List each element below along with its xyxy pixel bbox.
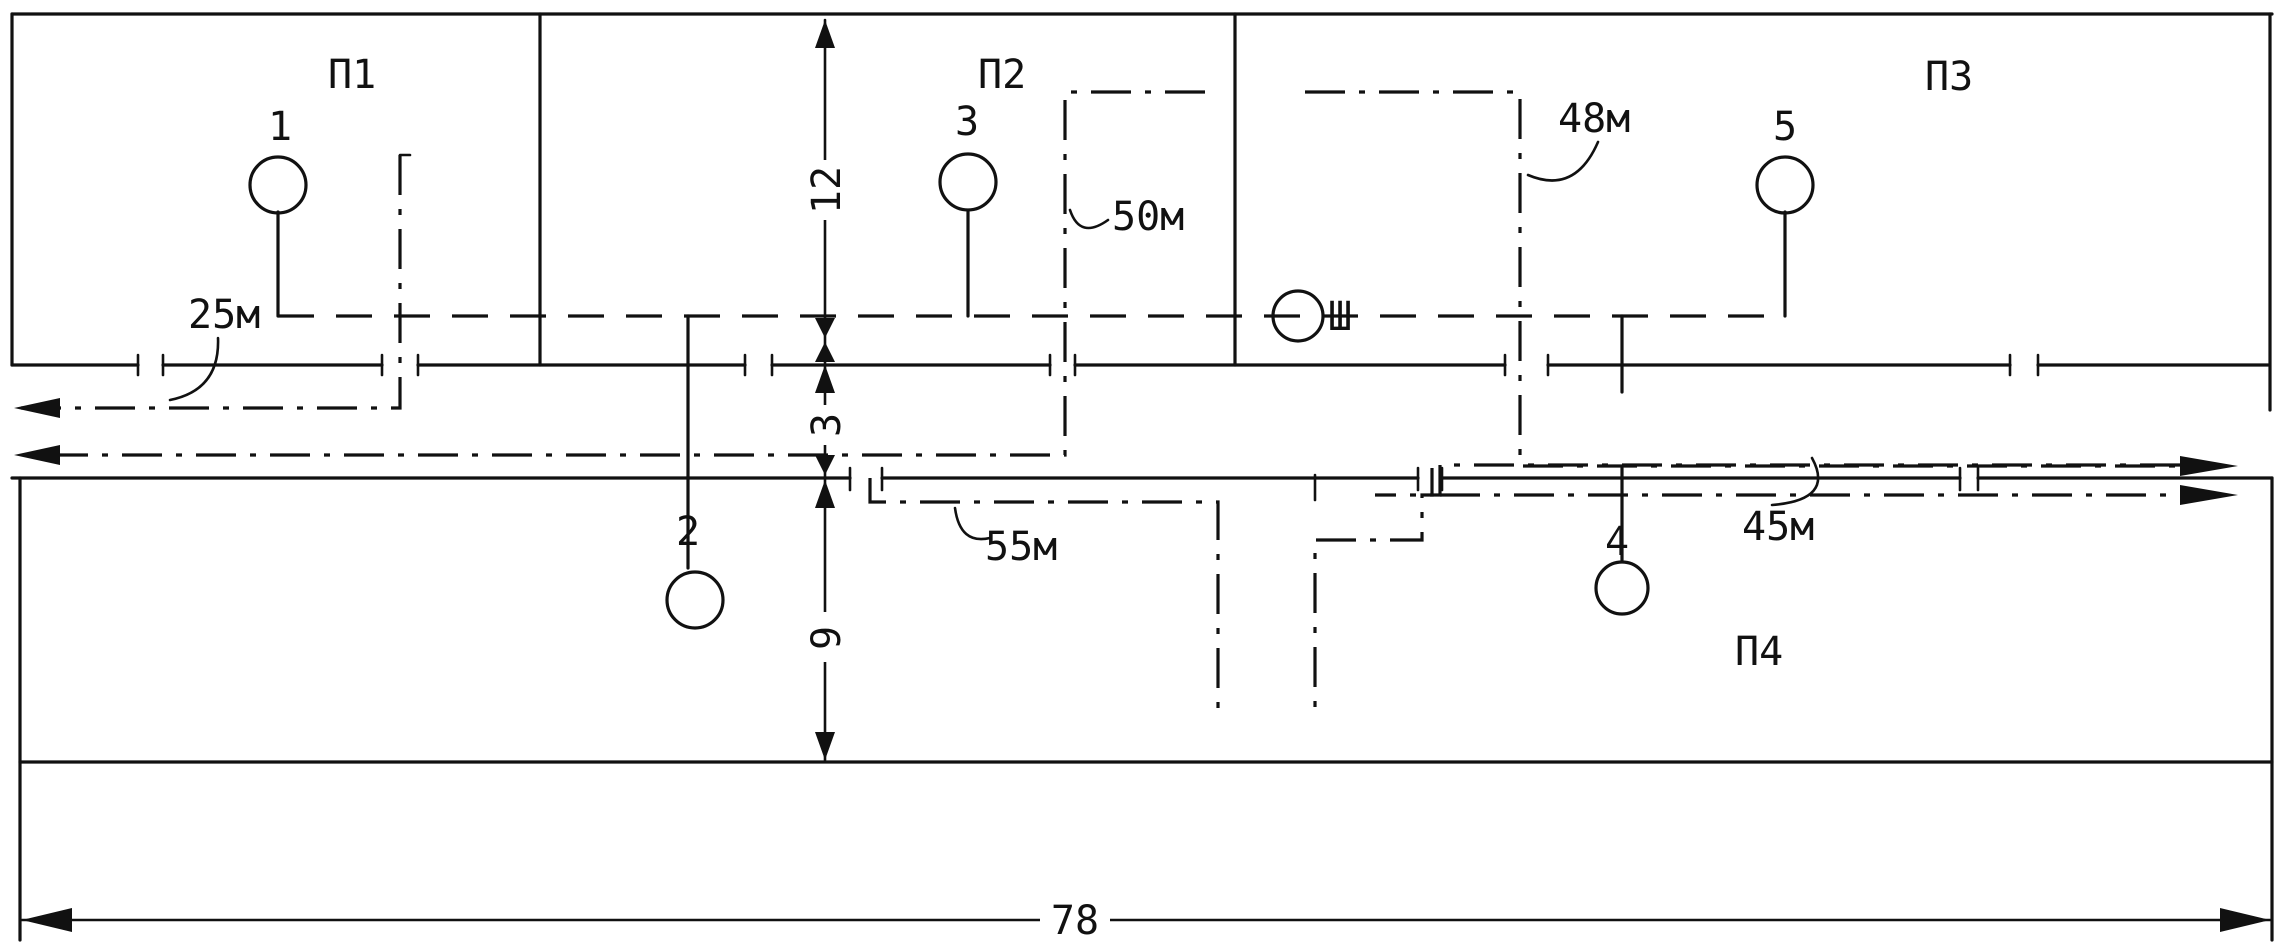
point-labels: 1 2 3 4 5 Ш: [268, 99, 1797, 565]
cable-48m-label: 48м: [1558, 96, 1630, 142]
arrow-left-lower: [14, 445, 60, 465]
panel-sh-label: Ш: [1328, 294, 1352, 340]
cable-25m-label: 25м: [188, 292, 260, 338]
points: [248, 152, 1815, 630]
point-5-label: 5: [1773, 104, 1797, 150]
cable-45m-label: 45м: [1742, 504, 1814, 550]
point-2-label: 2: [676, 509, 700, 555]
point-3-label: 3: [955, 99, 979, 145]
room-p2-label: П2: [978, 52, 1026, 98]
corridor-arrows: [14, 398, 2238, 505]
dim-bottom-room-height: 9: [804, 626, 850, 650]
cable-callouts: 25м 50м 48м 55м 45м: [168, 96, 1820, 570]
point-4-circle: [1594, 560, 1650, 616]
arrow-right-upper: [2180, 456, 2238, 476]
point-1-label: 1: [268, 104, 292, 150]
dim-overall-width: 78: [1051, 898, 1099, 944]
route-48m: [1305, 90, 2180, 468]
point-4-label: 4: [1605, 519, 1629, 565]
walls: [10, 12, 2274, 942]
room-p4-label: П4: [1735, 629, 1783, 675]
room-p3-label: П3: [1925, 54, 1973, 100]
point-2-circle: [665, 570, 725, 630]
dim-corridor-width: 3: [804, 413, 850, 437]
point-1-circle: [248, 155, 308, 215]
route-55m: [868, 478, 1220, 718]
route-50m: [20, 90, 1205, 457]
horizontal-dimension: 78: [20, 895, 2272, 944]
cable-50m-label: 50м: [1112, 194, 1184, 240]
route-25m: [20, 155, 402, 410]
lower-corridor-wall: [10, 466, 2274, 492]
arrow-right-lower: [2180, 485, 2238, 505]
vertical-dimension: 12 3 9: [804, 18, 850, 762]
point-3-circle: [938, 152, 998, 212]
cable-55m-label: 55м: [985, 524, 1057, 570]
route-45m-down: [1313, 468, 1434, 715]
room-labels: П1 П2 П3 П4: [328, 52, 1973, 675]
dim-top-room-height: 12: [804, 166, 850, 214]
route-45m-upper: [1375, 463, 2180, 497]
wiring-dashed: [276, 210, 1787, 570]
point-5-circle: [1755, 155, 1815, 215]
room-p1-label: П1: [328, 52, 376, 98]
cable-routes: [20, 90, 2180, 718]
upper-corridor-wall: [10, 353, 2270, 377]
panel-sh-circle: [1271, 289, 1325, 343]
arrow-left-upper: [14, 398, 60, 418]
